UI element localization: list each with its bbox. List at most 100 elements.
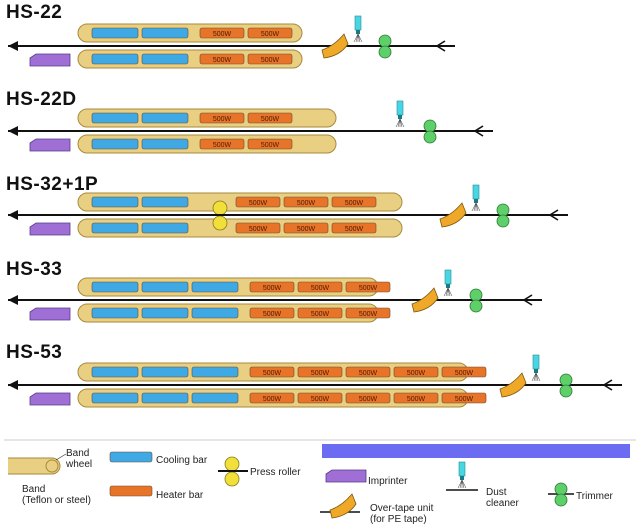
legend-press-roller-label: Press roller bbox=[250, 467, 301, 478]
hs-32-1p-cooling-bar bbox=[91, 196, 139, 208]
hs-22-heater-bar bbox=[247, 53, 293, 65]
model-title-hs-53: HS-53 bbox=[6, 342, 63, 363]
hs-32-1p-heater-bar-label: 500W bbox=[249, 200, 268, 207]
hs-22d-imprinter bbox=[29, 138, 71, 152]
hs-33-heater-bar-label: 500W bbox=[263, 285, 282, 292]
hs-22d-dust-cleaner-spray bbox=[399, 118, 405, 128]
hs-22d-dust-cleaner-nozzle bbox=[398, 115, 402, 119]
hs-33-cooling-bar bbox=[191, 281, 239, 293]
legend-band-wheel-label: Band wheel bbox=[66, 448, 93, 470]
hs-22-trimmer-bottom bbox=[378, 45, 392, 59]
hs-53-heater-bar-label: 500W bbox=[311, 396, 330, 403]
legend-trimmer-icon-top bbox=[554, 482, 568, 496]
hs-22d-heater-bar bbox=[199, 138, 245, 150]
hs-53-heater-bar-label: 500W bbox=[263, 396, 282, 403]
hs-22-cooling-bar bbox=[91, 27, 139, 39]
hs-33-heater-bar bbox=[345, 281, 391, 293]
model-title-hs-22: HS-22 bbox=[6, 2, 63, 23]
hs-22d-heater-bar bbox=[247, 138, 293, 150]
hs-22-dust-cleaner bbox=[353, 15, 363, 43]
legend-imprinter-icon bbox=[325, 469, 367, 483]
hs-53-dust-cleaner-spray bbox=[535, 372, 541, 382]
hs-53-trimmer-bottom bbox=[559, 384, 573, 398]
hs-32-1p-heater-bar-label: 500W bbox=[297, 226, 316, 233]
legend-imprinter-label: Imprinter bbox=[368, 476, 408, 487]
hs-32-1p-direction-arrow bbox=[8, 210, 18, 220]
hs-22d-dust-cleaner-spray bbox=[395, 118, 401, 128]
hs-33-heater-bar bbox=[249, 281, 295, 293]
legend-dust-cleaner-icon-spray bbox=[461, 479, 467, 489]
hs-53-heater-bar bbox=[249, 392, 295, 404]
hs-22-feed-arrow bbox=[435, 40, 446, 52]
hs-33-dust-cleaner bbox=[443, 269, 453, 297]
hs-53-heater-bar bbox=[297, 392, 343, 404]
hs-32-1p-dust-cleaner-body bbox=[472, 184, 480, 200]
hs-53-heater-bar-label: 500W bbox=[407, 396, 426, 403]
hs-22-heater-bar-label: 500W bbox=[213, 57, 232, 64]
hs-33-heater-bar bbox=[345, 307, 391, 319]
hs-22-cooling-bar bbox=[91, 53, 139, 65]
hs-53-dust-cleaner-spray bbox=[531, 372, 537, 382]
legend-band-label: Band (Teflon or steel) bbox=[22, 484, 91, 506]
hs-22-heater-bar bbox=[199, 53, 245, 65]
hs-32-1p-heater-bar bbox=[283, 196, 329, 208]
hs-32-1p-trimmer-top bbox=[496, 203, 510, 217]
hs-53-heater-bar-label: 500W bbox=[407, 370, 426, 377]
hs-22-dust-cleaner-nozzle bbox=[356, 30, 360, 34]
hs-22d-heater-bar-label: 500W bbox=[261, 116, 280, 123]
hs-22-dust-cleaner-body bbox=[354, 15, 362, 31]
hs-22-heater-bar-label: 500W bbox=[261, 57, 280, 64]
hs-33-dust-cleaner-spray bbox=[447, 287, 451, 297]
hs-33-heater-bar-label: 500W bbox=[311, 285, 330, 292]
hs-22d-cooling-bar bbox=[141, 112, 189, 124]
hs-53-cooling-bar bbox=[91, 366, 139, 378]
hs-22-cooling-bar bbox=[141, 53, 189, 65]
hs-53-heater-bar bbox=[297, 366, 343, 378]
hs-32-1p-feed-arrow bbox=[548, 209, 559, 221]
model-title-hs-32-1p: HS-32+1P bbox=[6, 174, 99, 195]
hs-22-dust-cleaner-spray bbox=[357, 33, 363, 43]
hs-53-dust-cleaner-nozzle bbox=[534, 369, 538, 373]
hs-53-cooling-bar bbox=[191, 392, 239, 404]
hs-53-imprinter bbox=[29, 392, 71, 406]
hs-22d-heater-bar-label: 500W bbox=[213, 116, 232, 123]
hs-22d-heater-bar-label: 500W bbox=[213, 142, 232, 149]
hs-33-trimmer-top bbox=[469, 288, 483, 302]
hs-53-heater-bar bbox=[249, 366, 295, 378]
hs-32-1p-heater-bar bbox=[331, 222, 377, 234]
hs-22d-trimmer-top bbox=[423, 119, 437, 133]
legend-dust-cleaner-icon-spray bbox=[459, 479, 463, 489]
hs-22-dust-cleaner-spray bbox=[353, 33, 359, 43]
legend-cooling-bar-label: Cooling bar bbox=[156, 455, 208, 466]
hs-33-cooling-bar bbox=[91, 307, 139, 319]
hs-53-cooling-bar bbox=[141, 366, 189, 378]
hs-53-heater-bar bbox=[393, 392, 439, 404]
hs-22-heater-bar-label: 500W bbox=[213, 31, 232, 38]
legend-cooling-bar-icon bbox=[109, 451, 153, 463]
legend-band-wheel-icon bbox=[45, 459, 59, 473]
hs-33-heater-bar-label: 500W bbox=[311, 311, 330, 318]
hs-32-1p-dust-cleaner bbox=[471, 184, 481, 212]
hs-22d-dust-cleaner-spray bbox=[399, 118, 403, 128]
hs-33-cooling-bar bbox=[141, 281, 189, 293]
hs-33-cooling-bar bbox=[141, 307, 189, 319]
hs-32-1p-heater-bar bbox=[331, 196, 377, 208]
hs-32-1p-dust-cleaner-spray bbox=[475, 202, 481, 212]
hs-33-heater-bar-label: 500W bbox=[263, 311, 282, 318]
hs-32-1p-dust-cleaner-spray bbox=[471, 202, 477, 212]
hs-32-1p-press-roller-bottom bbox=[212, 215, 228, 231]
hs-22-heater-bar bbox=[199, 27, 245, 39]
hs-22d-dust-cleaner-body bbox=[396, 100, 404, 116]
legend-heater-bar-icon bbox=[109, 485, 153, 497]
hs-53-cooling-bar bbox=[191, 366, 239, 378]
hs-22d-dust-cleaner-spray bbox=[397, 118, 401, 128]
hs-32-1p-cooling-bar bbox=[141, 222, 189, 234]
hs-22-trimmer-top bbox=[378, 34, 392, 48]
hs-22d-direction-arrow bbox=[8, 126, 18, 136]
legend-dust-cleaner-icon-body bbox=[458, 461, 466, 477]
hs-22-dust-cleaner-spray bbox=[355, 33, 359, 43]
hs-33-cooling-bar bbox=[91, 281, 139, 293]
hs-53-cooling-bar bbox=[141, 392, 189, 404]
